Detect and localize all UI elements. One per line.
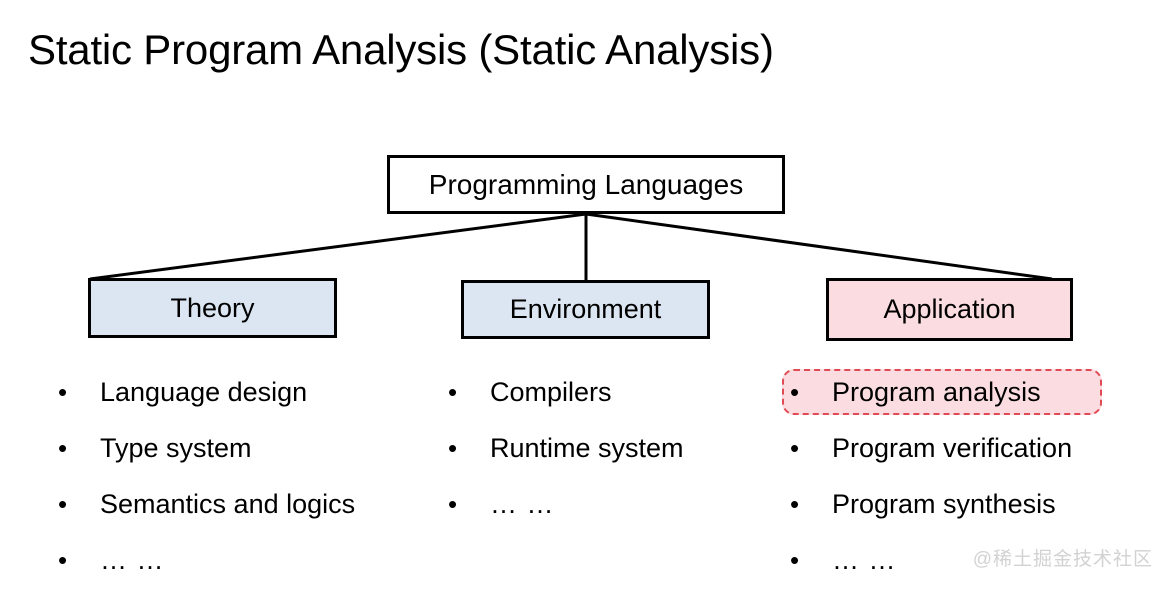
list-item-highlighted: • Program analysis [790, 372, 1140, 428]
connector-root-to-application [585, 212, 1053, 281]
list-item: • Compilers [448, 372, 778, 428]
list-item-label: Program verification [832, 433, 1073, 463]
bullet-icon: • [58, 377, 68, 407]
list-item: • Type system [58, 428, 458, 484]
connector-root-to-theory [89, 212, 587, 281]
bullet-icon: • [790, 489, 800, 519]
list-item: • … … [790, 540, 1140, 589]
list-item-label: … … [100, 545, 165, 575]
list-item: • Semantics and logics [58, 484, 458, 540]
bullet-list-application: • Program analysis • Program verificatio… [790, 372, 1140, 589]
list-item-label: … … [490, 489, 555, 519]
list-item: • Program verification [790, 428, 1140, 484]
list-item: • … … [448, 484, 778, 540]
list-item-label: Semantics and logics [100, 489, 356, 519]
list-item: • Program synthesis [790, 484, 1140, 540]
bullet-icon: • [790, 377, 800, 407]
list-item-label: … … [832, 545, 897, 575]
list-item-label: Runtime system [490, 433, 684, 463]
bullet-list-environment: • Compilers • Runtime system • … … [448, 372, 778, 540]
list-item-label: Program synthesis [832, 489, 1056, 519]
list-item-label: Compilers [490, 377, 612, 407]
bullet-list-theory: • Language design • Type system • Semant… [58, 372, 458, 589]
highlight-annotation-program-analysis [782, 369, 1102, 415]
bullet-icon: • [58, 545, 68, 575]
list-item: • Runtime system [448, 428, 778, 484]
bullet-icon: • [790, 433, 800, 463]
page-title: Static Program Analysis (Static Analysis… [28, 26, 774, 73]
bullet-icon: • [448, 489, 458, 519]
node-theory: Theory [88, 278, 337, 338]
bullet-icon: • [448, 433, 458, 463]
watermark: @稀土掘金技术社区 [972, 549, 1153, 570]
node-programming-languages: Programming Languages [387, 155, 785, 214]
bullet-icon: • [58, 433, 68, 463]
node-environment: Environment [461, 280, 710, 339]
list-item: • … … [58, 540, 458, 589]
bullet-icon: • [58, 489, 68, 519]
bullet-icon: • [790, 545, 800, 575]
bullet-icon: • [448, 377, 458, 407]
list-item: • Language design [58, 372, 458, 428]
node-application: Application [826, 278, 1073, 341]
list-item-label: Program analysis [832, 377, 1041, 407]
list-item-label: Type system [100, 433, 252, 463]
list-item-label: Language design [100, 377, 308, 407]
